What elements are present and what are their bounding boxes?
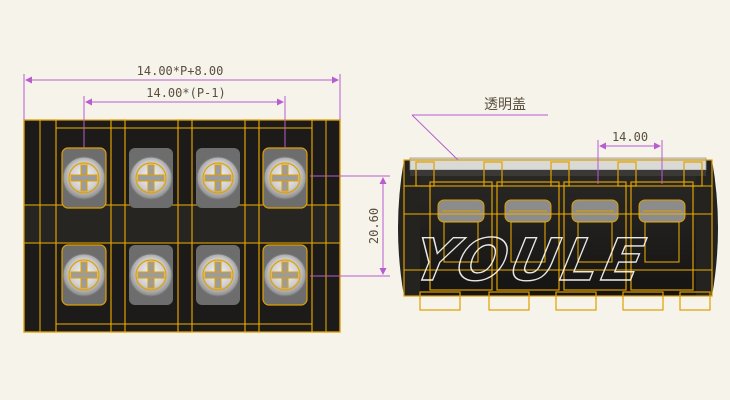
front-middle-band [24, 205, 340, 243]
cover-leader-line [411, 114, 459, 161]
screw-bottom-1 [61, 244, 107, 306]
pitch-span-label: 14.00*(P-1) [146, 86, 225, 100]
overall-width-label: 14.00*P+8.00 [137, 64, 224, 78]
side-feet [419, 291, 711, 311]
side-annotations: 14.00 透明盖 [411, 97, 663, 184]
front-view [23, 119, 341, 333]
screw-bottom-2 [129, 245, 173, 305]
screw-top-4 [262, 147, 308, 209]
side-pitch-label: 14.00 [612, 130, 648, 144]
screw-top-3 [196, 148, 240, 208]
front-screws-top [61, 147, 308, 209]
screw-top-1 [61, 147, 107, 209]
brand-watermark: YOULE [407, 227, 654, 294]
side-outline [403, 159, 713, 297]
side-body [404, 160, 712, 296]
front-screws-bottom [61, 244, 308, 306]
transparent-cover-label: 透明盖 [484, 97, 526, 113]
height-label: 20.60 [367, 208, 381, 244]
screw-bottom-4 [262, 244, 308, 306]
side-view [398, 157, 718, 311]
side-cells [429, 181, 694, 291]
screw-top-2 [129, 148, 173, 208]
screw-bottom-3 [196, 245, 240, 305]
front-dimensions: 14.00*P+8.00 14.00*(P-1) 20.60 [23, 64, 390, 277]
front-barriers [23, 119, 341, 333]
